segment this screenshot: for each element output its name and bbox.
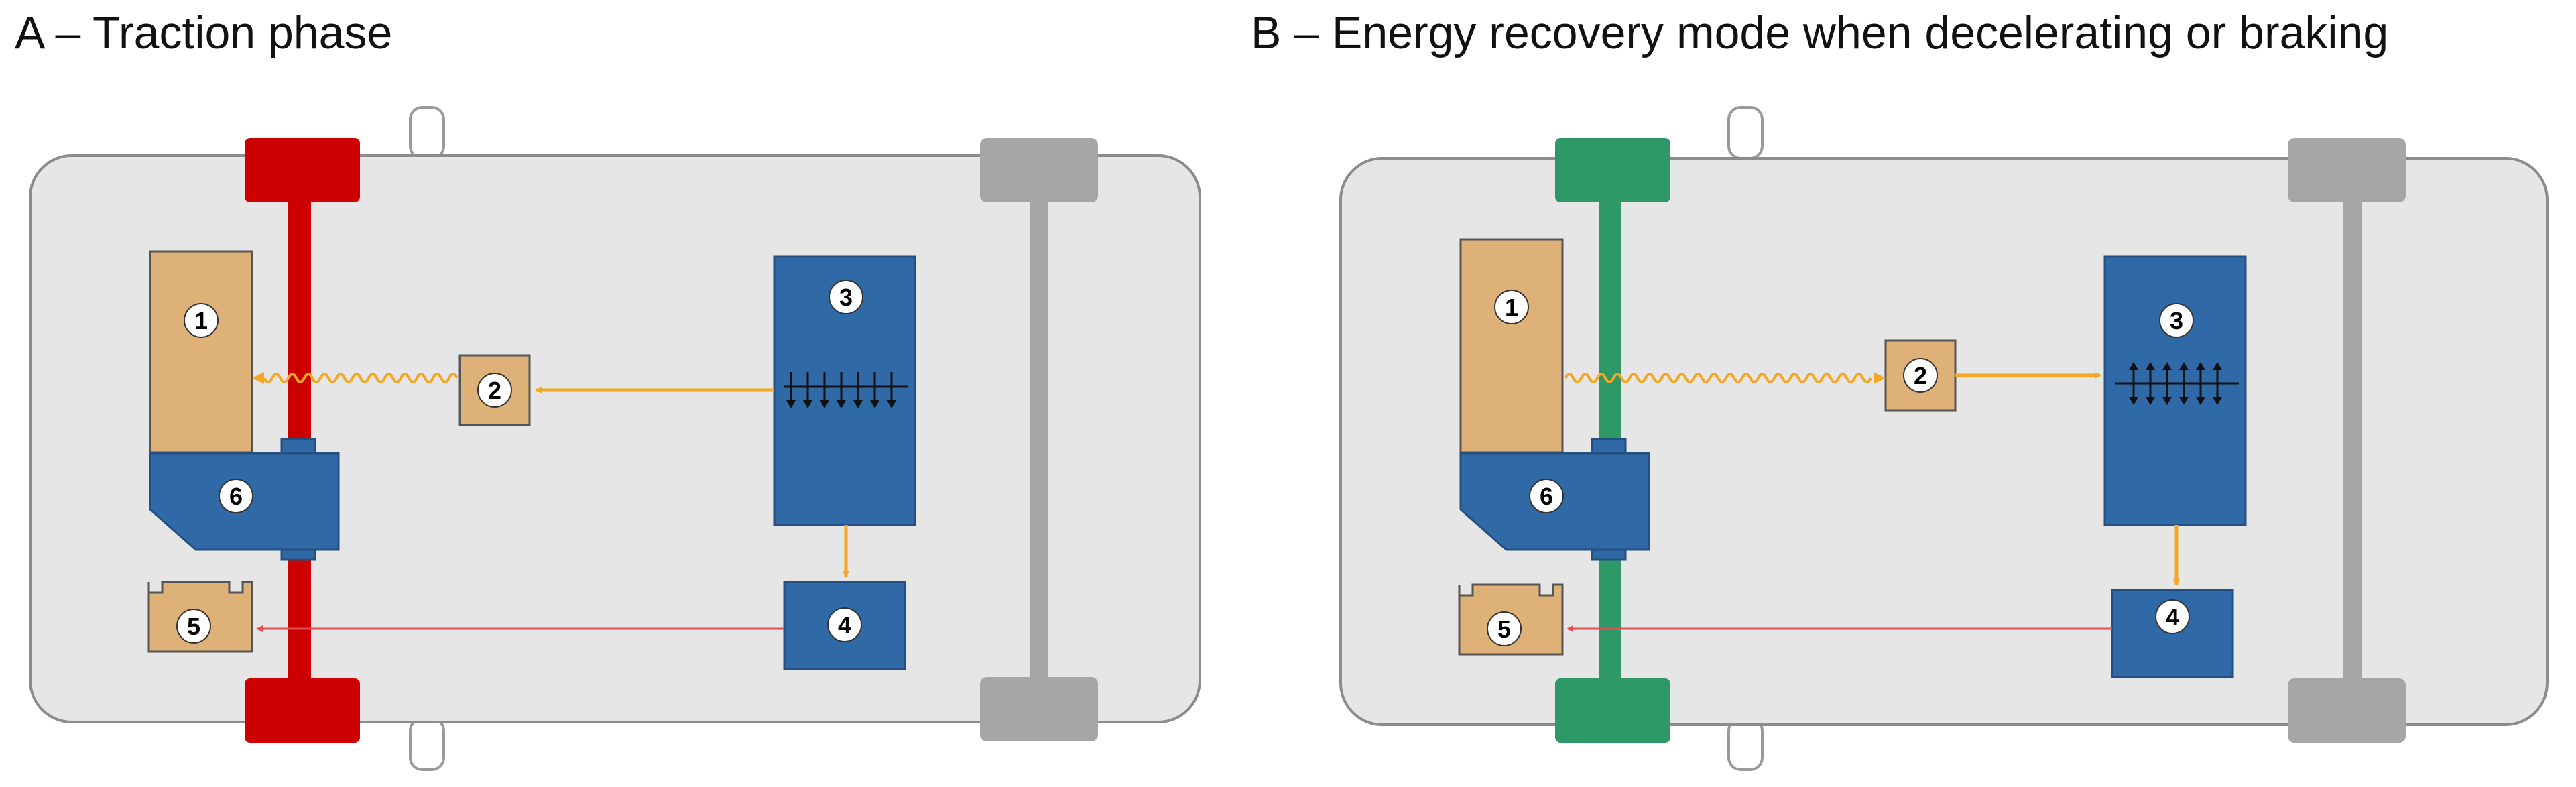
panel-b-title: B – Energy recovery mode when decelerati…: [1251, 7, 2389, 58]
label-marker-1: [184, 303, 219, 338]
battery-charge-arrows: [2129, 362, 2222, 405]
battery-arrow-head: [2162, 362, 2172, 370]
panel-a-title: A – Traction phase: [15, 7, 393, 58]
rear-wheel-top: [2288, 138, 2406, 202]
rear-wheel-top: [980, 138, 1098, 202]
label-4: 4: [2166, 603, 2179, 631]
label-4: 4: [838, 611, 851, 639]
flow-engine-to-converter-head: [1874, 372, 1886, 384]
label-marker-5: [176, 609, 211, 644]
battery-arrow-head: [853, 400, 863, 408]
battery-arrow-head: [2179, 362, 2189, 370]
flow-engine-to-converter: [1564, 373, 1872, 383]
mirror-top: [409, 106, 445, 160]
label-marker-4: [2155, 599, 2190, 634]
rear-wheel-bottom: [980, 677, 1098, 741]
label-marker-2: [477, 373, 512, 408]
flow-converter-to-engine-head: [252, 372, 264, 384]
battery-arrow-head: [2146, 362, 2155, 370]
battery-arrow-head: [887, 400, 896, 408]
label-marker-3: [829, 280, 863, 314]
battery-arrow-head: [2146, 397, 2155, 405]
battery-arrow-head: [2162, 397, 2172, 405]
battery-arrow-head: [2129, 397, 2138, 405]
front-wheel-top: [245, 138, 360, 202]
mirror-bottom: [409, 717, 445, 771]
battery-discharge-arrows: [786, 372, 896, 408]
battery-arrow-head: [2179, 397, 2189, 405]
label-marker-3: [2159, 303, 2194, 338]
label-1: 1: [1505, 294, 1518, 321]
label-marker-6: [1529, 479, 1564, 513]
flow-converter-to-engine: [263, 373, 458, 383]
label-marker-2: [1903, 358, 1938, 393]
label-marker-6: [219, 479, 253, 513]
label-6: 6: [229, 483, 243, 510]
mirror-top: [1727, 106, 1764, 160]
battery-arrow-head: [820, 400, 829, 408]
inverter-box: [783, 581, 906, 670]
label-2: 2: [1914, 362, 1927, 389]
front-wheel-bottom: [245, 678, 360, 743]
front-axle: [245, 138, 360, 743]
label-5: 5: [1497, 615, 1511, 643]
label-3: 3: [839, 284, 853, 311]
label-marker-4: [827, 607, 862, 642]
battery-arrow-head: [2129, 362, 2138, 370]
battery-arrow-head: [2213, 397, 2222, 405]
front-wheel-top: [1555, 138, 1670, 202]
mirror-bottom: [1727, 717, 1764, 771]
label-marker-1: [1494, 290, 1529, 324]
label-3: 3: [2170, 307, 2183, 335]
battery-arrow-head: [870, 400, 879, 408]
rear-wheel-bottom: [2288, 678, 2406, 743]
front-wheel-bottom: [1555, 678, 1670, 743]
label-2: 2: [488, 377, 501, 404]
battery-arrow-head: [2196, 397, 2205, 405]
battery-arrow-head: [803, 400, 812, 408]
rear-axle: [2288, 138, 2406, 743]
label-6: 6: [1540, 483, 1553, 510]
label-marker-5: [1487, 611, 1522, 646]
engine-block: [149, 250, 253, 454]
battery-pack: [2103, 255, 2247, 526]
rear-axle: [980, 138, 1098, 741]
panel-b-diagram: 1 6 2 3 4 5: [1339, 106, 2549, 771]
label-5: 5: [187, 613, 200, 640]
battery-arrow-head: [837, 400, 846, 408]
label-1: 1: [194, 307, 208, 335]
engine-block: [1459, 238, 1564, 454]
battery-arrow-head: [2213, 362, 2222, 370]
battery-arrow-head: [2196, 362, 2205, 370]
panel-a-diagram: 1 6 2 3 4 5: [29, 106, 1201, 771]
battery-arrow-head: [786, 400, 796, 408]
